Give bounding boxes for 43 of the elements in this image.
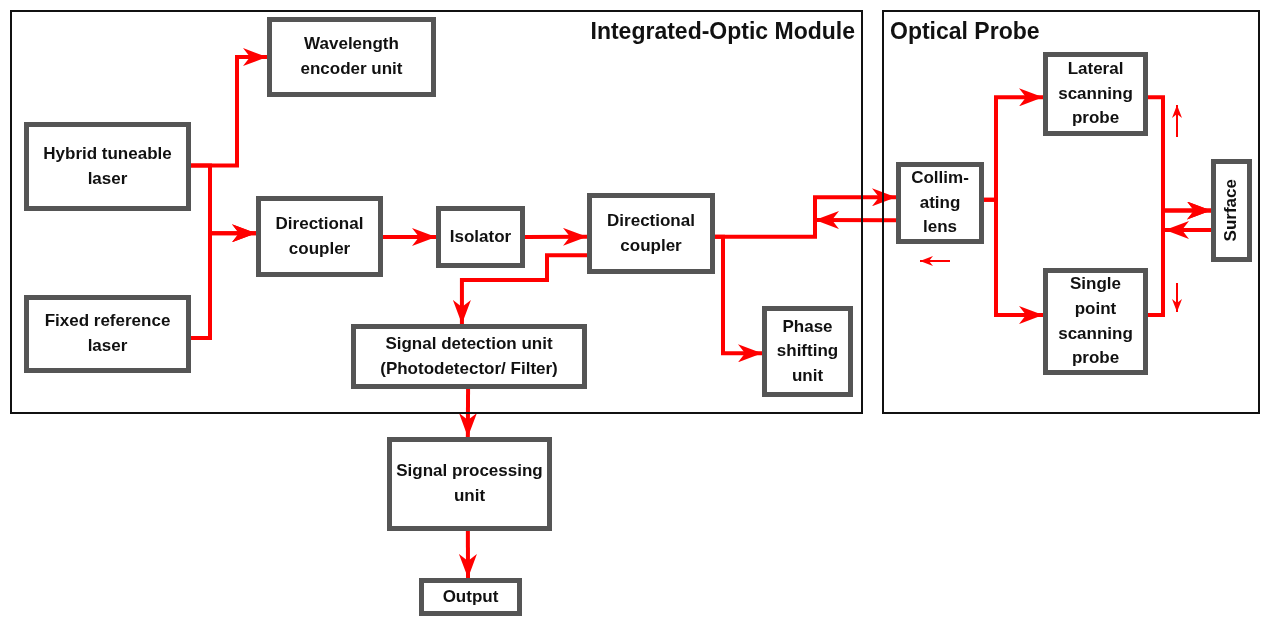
box-label: Lateral scanning probe: [1057, 58, 1134, 130]
process-box: [24, 122, 191, 211]
process-box: [351, 324, 587, 389]
arrow: [815, 211, 896, 230]
module-frame: [10, 10, 863, 414]
box-label: Single point scanning probe: [1057, 273, 1134, 370]
arrow: [191, 224, 256, 340]
arrow: [984, 197, 1043, 325]
process-box: [1043, 268, 1148, 375]
section-title: Optical Probe: [890, 18, 1040, 45]
box-label: Directional coupler: [606, 209, 696, 257]
process-box: [419, 578, 522, 616]
box-label: Directional coupler: [274, 212, 365, 260]
process-box: [256, 196, 383, 277]
process-box: [267, 17, 436, 97]
box-label: Hybrid tuneable laser: [42, 142, 173, 190]
arrow: [1148, 201, 1211, 318]
box-label: Signal processing unit: [395, 460, 544, 507]
arrow: [458, 389, 477, 437]
box-label: Phase shifting unit: [775, 315, 840, 387]
box-label: Output: [442, 585, 499, 608]
arrow: [383, 228, 436, 246]
process-box: [387, 437, 552, 531]
arrow: [458, 531, 477, 578]
process-box: [24, 295, 191, 373]
box-label: Signal detection unit (Photodetector/ Filter): [379, 332, 559, 380]
arrow: [452, 253, 587, 324]
section-title: Integrated-Optic Module: [590, 18, 855, 45]
process-box: [762, 306, 853, 397]
arrow: [1165, 221, 1211, 240]
box-label: Surface: [1220, 179, 1242, 242]
arrow: [715, 188, 896, 239]
process-box: [436, 206, 525, 268]
box-label: Collim- ating lens: [910, 167, 970, 239]
arrow: [525, 227, 587, 246]
box-label: Fixed reference laser: [43, 310, 172, 357]
process-box: [587, 193, 715, 274]
process-box: [896, 162, 984, 244]
process-box: [1211, 159, 1252, 262]
box-label: Isolator: [449, 225, 512, 248]
box-label: Wavelength encoder unit: [299, 33, 404, 80]
process-box: [1043, 52, 1148, 136]
module-frame: [882, 10, 1260, 414]
